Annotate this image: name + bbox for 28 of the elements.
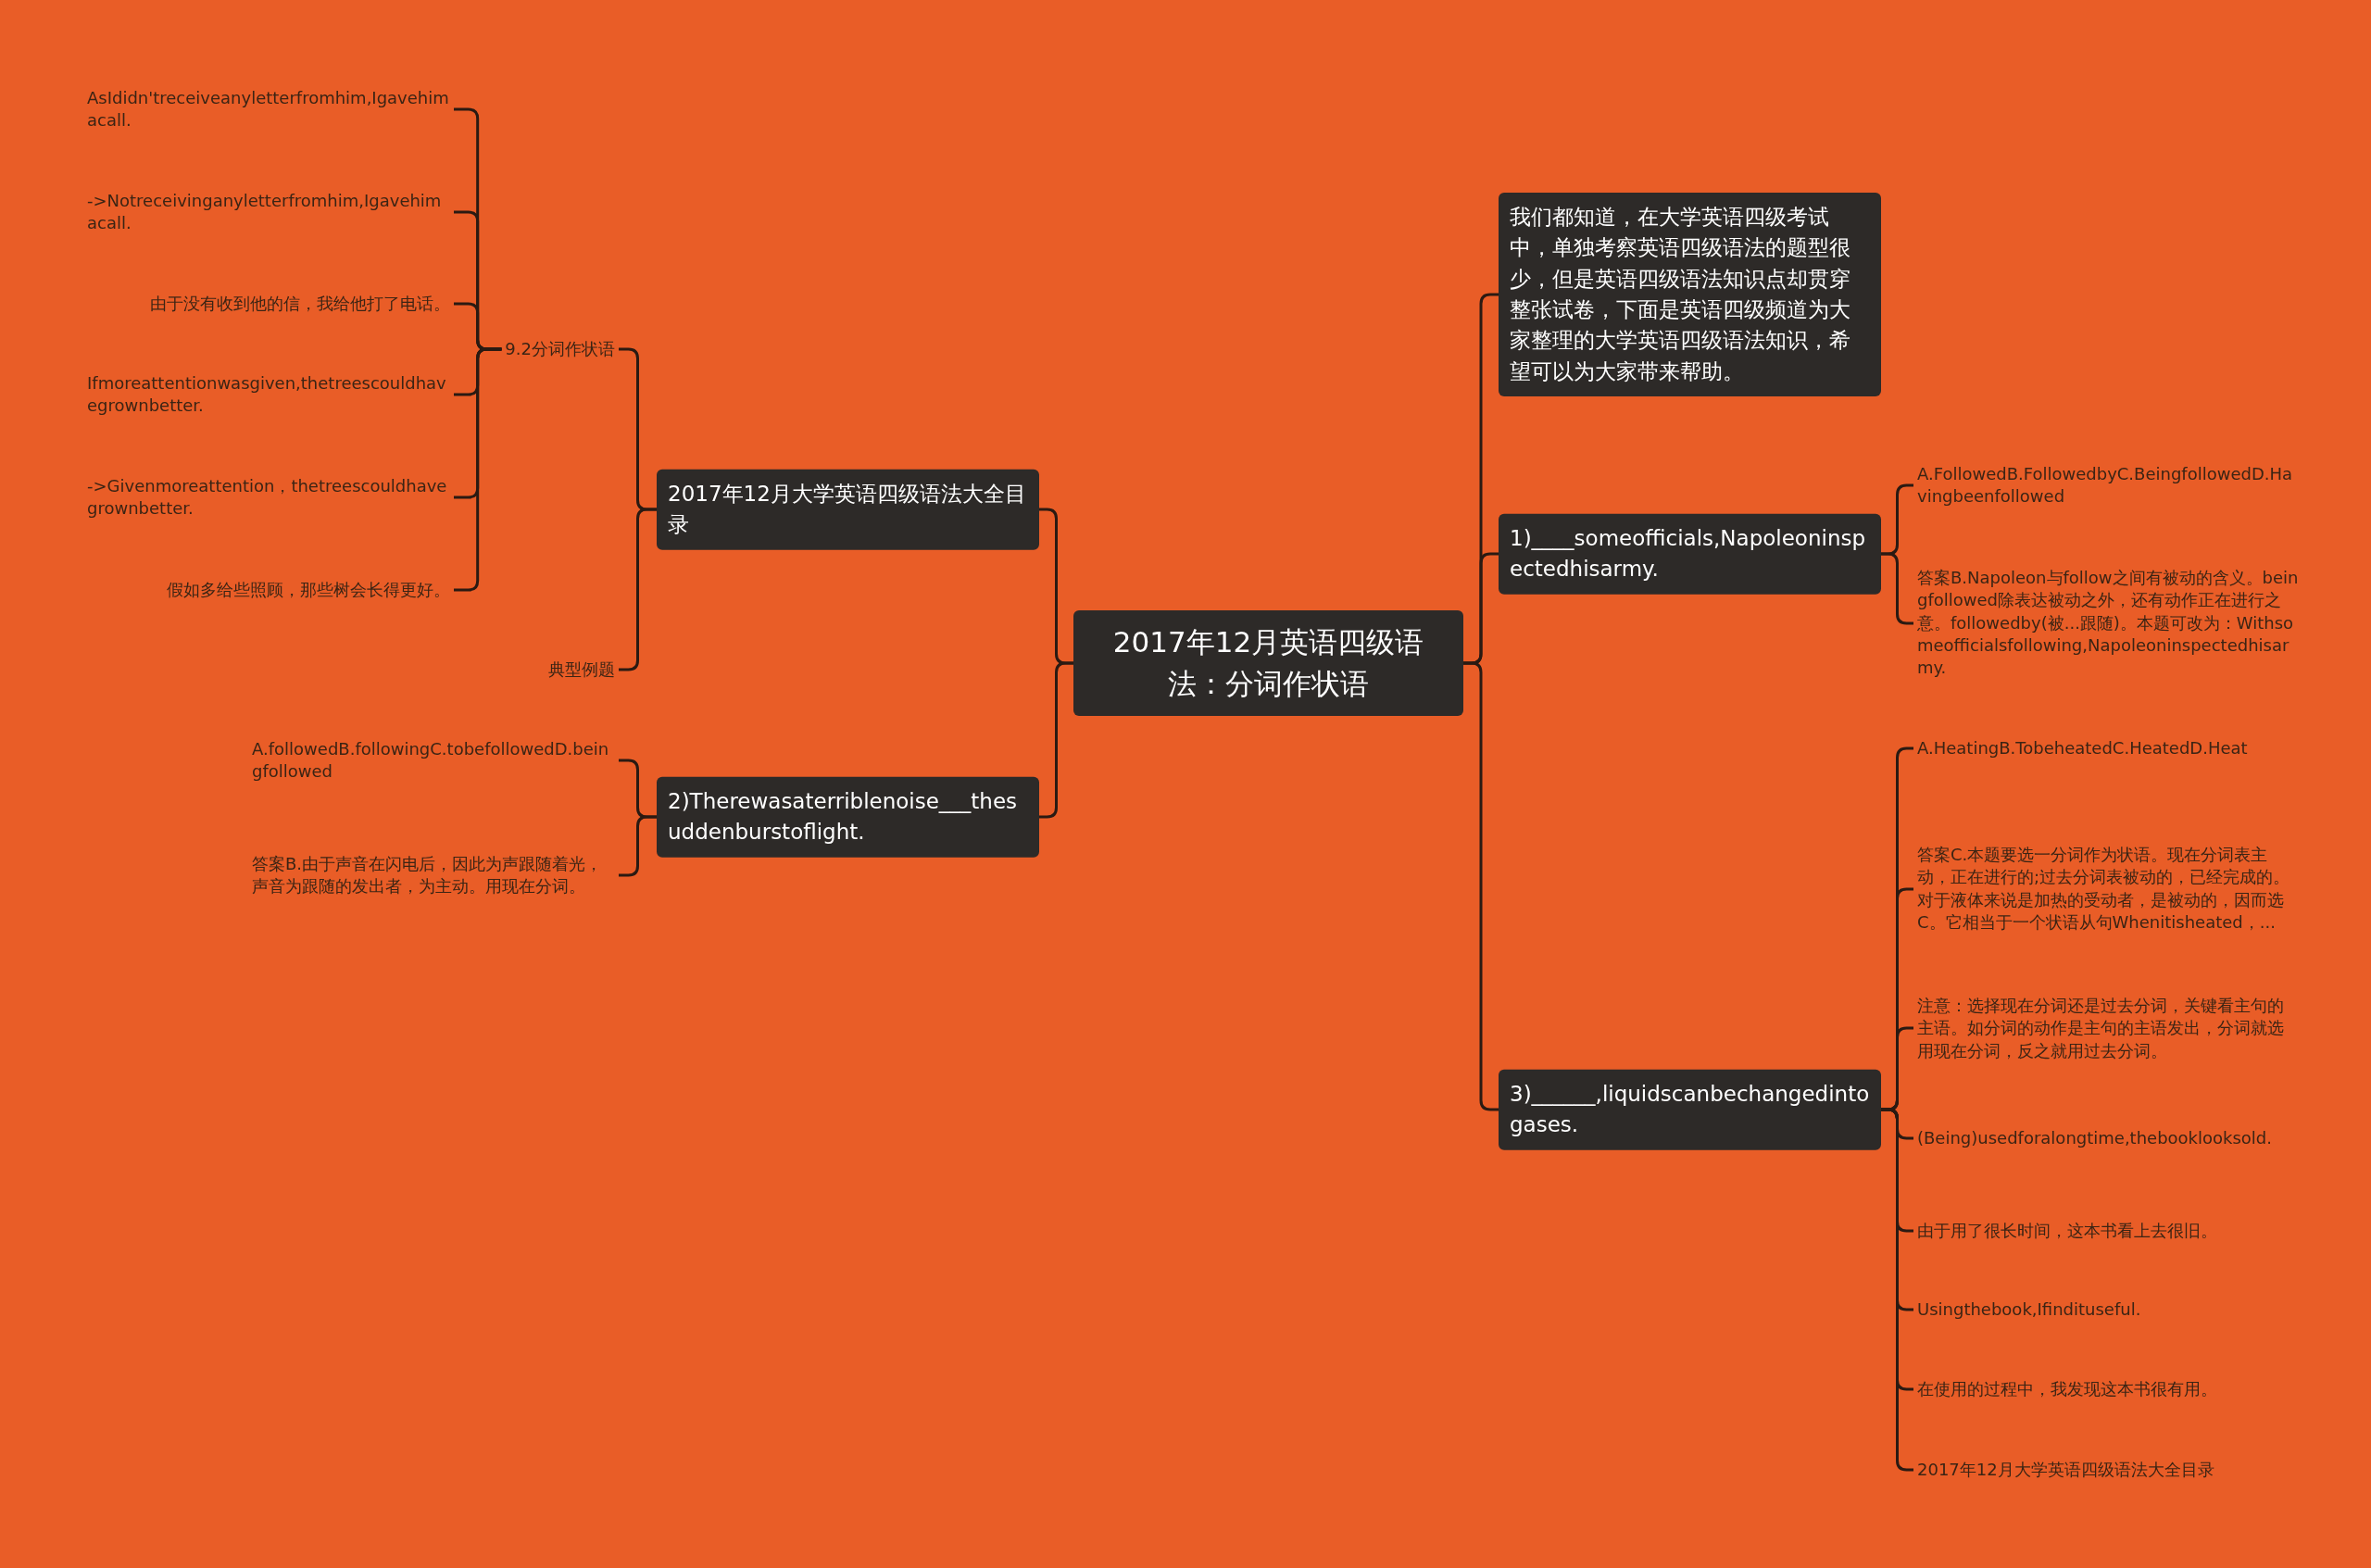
topic-box: 我们都知道，在大学英语四级考试中，单独考察英语四级语法的题型很少，但是英语四级语法知识点却贯穿整张试卷，下面是英语四级频道为大家整理的大学英语四级语法知识，希望可以为大家带来帮助。 [1499, 192, 1881, 397]
connector-line [1039, 661, 1073, 819]
subtopic-text: 9.2分词作状语 [501, 335, 619, 363]
subtopic-text: ->Givenmoreattention，thetreescouldhavegrownbetter. [83, 472, 454, 522]
subtopic-text: 答案C.本题要选一分词作为状语。现在分词表主动，正在进行的;过去分词表被动的，已经完成的。对于液体来说是加热的受动者，是被动的，因而选C。它相当于一个状语从句Whenitisheated，... [1913, 842, 2302, 936]
subtopic-text: A.HeatingB.TobeheatedC.HeatedD.Heat [1913, 734, 2252, 762]
subtopic-text: 由于用了很长时间，这本书看上去很旧。 [1913, 1217, 2221, 1245]
connector-line [1463, 661, 1499, 1111]
subtopic-text: 在使用的过程中，我发现这本书很有用。 [1913, 1375, 2221, 1403]
subtopic-text: 答案B.Napoleon与follow之间有被动的含义。beingfollowed除表达被动之外，还有动作正在进行之意。followedby(被...跟随)。本题可改为：Withsomeofficialsfollowing,Napoleoninspectedhisarmy. [1913, 565, 2302, 682]
topic-box: 1)____someofficials,Napoleoninspectedhisarmy. [1499, 513, 1881, 595]
subtopic-text: A.FollowedB.FollowedbyC.BeingfollowedD.Havingbeenfollowed [1913, 460, 2302, 510]
subtopic-text: Usingthebook,Ifindituseful. [1913, 1296, 2145, 1323]
subtopic-text: Ifmoreattentionwasgiven,thetreescouldhavegrownbetter. [83, 370, 454, 420]
subtopic-text: (Being)usedforalongtime,thebooklooksold. [1913, 1124, 2276, 1152]
subtopic-text: 答案B.由于声音在闪电后，因此为声跟随着光，声音为跟随的发出者，为主动。用现在分词。 [248, 850, 619, 900]
topic-box: 2)Therewasaterriblenoise___thesuddenburstoflight. [657, 776, 1039, 858]
subtopic-text: 2017年12月大学英语四级语法大全目录 [1913, 1456, 2218, 1484]
subtopic-text: 注意：选择现在分词还是过去分词，关键看主句的主语。如分词的动作是主句的主语发出，分词就选用现在分词，反之就用过去分词。 [1913, 992, 2302, 1064]
subtopic-text: 典型例题 [545, 656, 619, 684]
topic-box: 3)______,liquidscanbechangedintogases. [1499, 1069, 1881, 1150]
topic-box: 2017年12月大学英语四级语法大全目录 [657, 469, 1039, 550]
central-topic: 2017年12月英语四级语法：分词作状语 [1073, 610, 1463, 716]
subtopic-text: ->Notreceivinganyletterfromhim,Igavehimacall. [83, 187, 454, 237]
subtopic-text: AsIdidn'treceiveanyletterfromhim,Igavehimacall. [83, 84, 454, 134]
subtopic-text: 假如多给些照顾，那些树会长得更好。 [163, 576, 454, 604]
subtopic-text: 由于没有收到他的信，我给他打了电话。 [146, 290, 454, 318]
subtopic-text: A.followedB.followingC.tobefollowedD.beingfollowed [248, 735, 619, 785]
